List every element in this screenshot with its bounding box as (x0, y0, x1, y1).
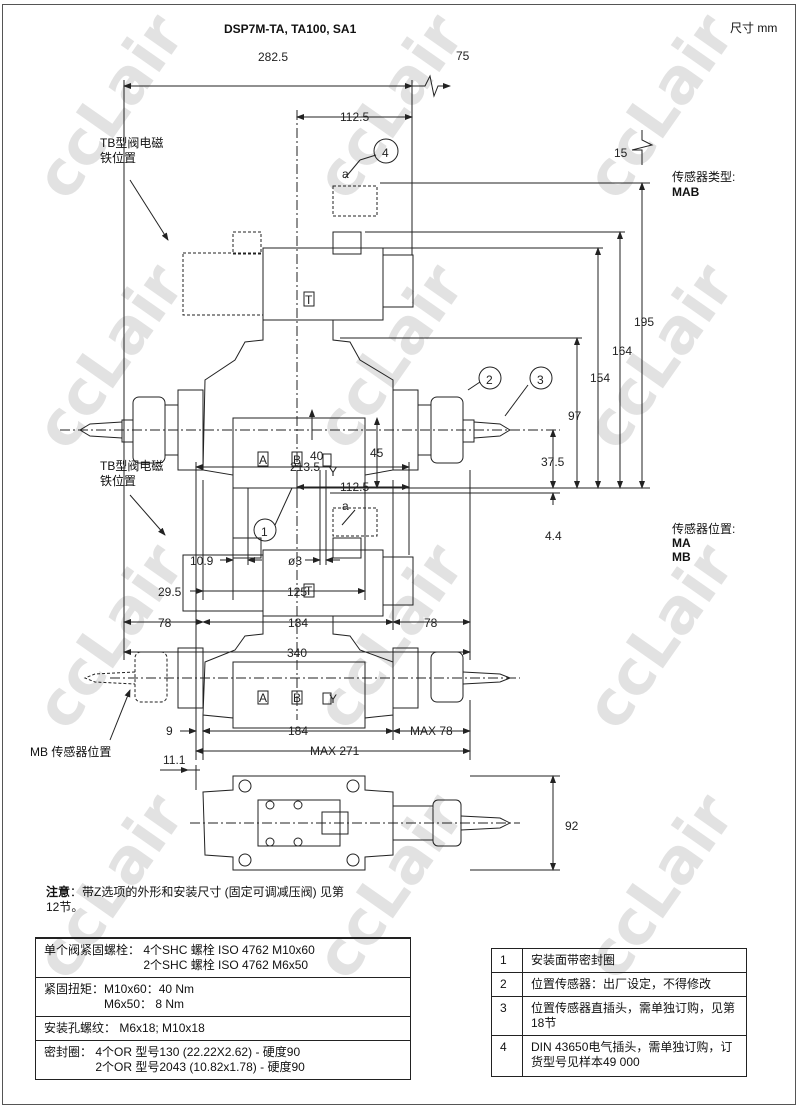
port-A-2: A (259, 691, 267, 705)
dim-97: 97 (568, 409, 582, 423)
port-T-2: T (305, 584, 313, 598)
units-label: 尺寸 mm (730, 21, 778, 35)
dim-11-1: 11.1 (163, 753, 186, 767)
port-T: T (305, 293, 313, 307)
dim-112-5: 112.5 (340, 110, 369, 124)
port-Y-2: Y (329, 692, 337, 706)
view2-valve (83, 480, 520, 729)
view1-dimensions (123, 74, 654, 660)
port-B-2: B (293, 691, 301, 705)
port-Y: Y (329, 465, 337, 479)
callout-3: 3 (537, 373, 544, 387)
sensor-type-value: MAB (672, 185, 700, 199)
view2-labels: 213.5 112.5 9 184 MAX 78 MAX 271 a T A B… (163, 460, 579, 833)
table-row: 安装孔螺纹： M6x18; M10x18 (35, 1016, 411, 1041)
dim-4-4: 4.4 (545, 529, 562, 543)
dim-282-5: 282.5 (258, 50, 288, 64)
view1-labels: 282.5 75 112.5 15 195 164 154 97 45 40 3… (158, 49, 654, 660)
dim-78-right: 78 (424, 616, 438, 630)
sensor-pos-mb: MB (672, 550, 691, 564)
callout-4: 4 (382, 146, 389, 160)
sensor-pos-label: 传感器位置: (672, 522, 736, 536)
dim-184: 184 (288, 616, 308, 630)
dim-340: 340 (287, 646, 307, 660)
dim-78-left: 78 (158, 616, 172, 630)
port-a-2: a (342, 499, 349, 513)
dim-112-5b: 112.5 (340, 480, 369, 494)
dim-213-5: 213.5 (290, 460, 320, 474)
tb-label-2: TB型阀电磁铁位置 (100, 459, 164, 488)
drawing-title: DSP7M-TA, TA100, SA1 (224, 22, 357, 36)
dim-125: 125 (287, 585, 307, 599)
dim-15: 15 (614, 146, 628, 160)
dim-max271: MAX 271 (310, 744, 360, 758)
dim-92: 92 (565, 819, 579, 833)
tb-label-1: TB型阀电磁铁位置 (100, 136, 164, 165)
mb-sensor-label: MB 传感器位置 (30, 745, 112, 759)
dim-10-9: 10.9 (190, 554, 214, 568)
port-B: B (293, 453, 301, 467)
sensor-pos-ma: MA (672, 536, 691, 550)
view3-valve (160, 765, 560, 871)
port-a: a (342, 167, 349, 181)
dim-154: 154 (590, 371, 610, 385)
dim-9: 9 (166, 724, 173, 738)
callout-2: 2 (486, 373, 493, 387)
dim-37-5: 37.5 (541, 455, 565, 469)
sensor-type-label: 传感器类型: (672, 170, 736, 184)
dim-164: 164 (612, 344, 632, 358)
dim-195: 195 (634, 315, 654, 329)
dim-29-5: 29.5 (158, 585, 182, 599)
dim-40: 40 (310, 449, 324, 463)
port-A: A (259, 453, 267, 467)
view2-dimensions (109, 462, 471, 760)
dim-phi3: ø3 (288, 554, 302, 568)
dim-45: 45 (370, 446, 384, 460)
dim-75: 75 (456, 49, 470, 63)
dim-max78: MAX 78 (410, 724, 453, 738)
page-frame (2, 4, 796, 1105)
callout-1: 1 (261, 525, 268, 539)
dim-184b: 184 (288, 724, 308, 738)
